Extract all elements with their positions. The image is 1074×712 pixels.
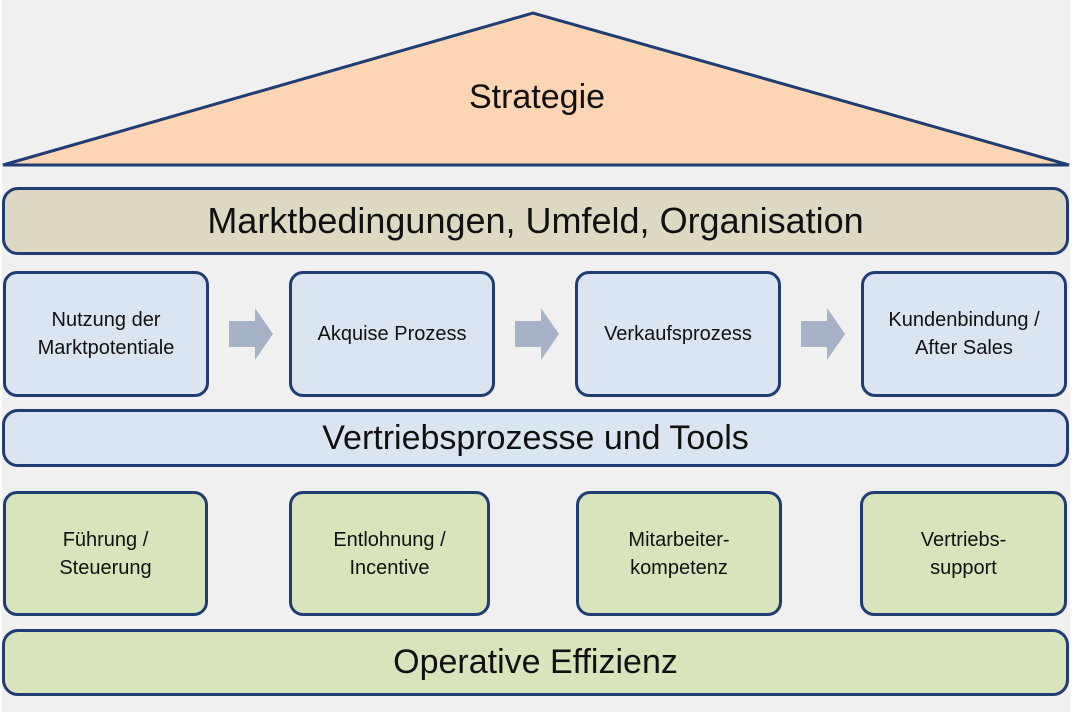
- pillar-line: Incentive: [349, 556, 430, 579]
- pillar-line: kompetenz: [630, 556, 728, 579]
- process-step-line: Akquise Prozess: [317, 323, 467, 345]
- right-arrow-icon: [229, 308, 273, 360]
- pillar-employee-competence: Mitarbeiter- kompetenz: [576, 491, 782, 616]
- market-conditions-band: Marktbedingungen, Umfeld, Organisation: [2, 187, 1069, 255]
- pillar-leadership: Führung / Steuerung: [3, 491, 208, 616]
- process-step-customer-retention: Kundenbindung / After Sales: [861, 271, 1067, 397]
- strategy-roof: [2, 11, 1070, 167]
- market-conditions-label: Marktbedingungen, Umfeld, Organisation: [207, 200, 864, 241]
- roof-label: Strategie: [468, 78, 606, 116]
- operational-efficiency-label: Operative Effizienz: [393, 643, 678, 681]
- operational-efficiency-band: Operative Effizienz: [2, 629, 1069, 696]
- pillar-compensation: Entlohnung / Incentive: [289, 491, 490, 616]
- pillar-line: Mitarbeiter-: [628, 528, 730, 551]
- process-step-sales: Verkaufsprozess: [575, 271, 781, 397]
- process-step-line: Kundenbindung /: [888, 309, 1040, 331]
- process-step-acquisition: Akquise Prozess: [289, 271, 495, 397]
- sales-processes-label: Vertriebsprozesse und Tools: [322, 418, 749, 457]
- pillar-line: support: [930, 556, 997, 579]
- pillar-line: Steuerung: [59, 556, 152, 579]
- process-step-market-potential: Nutzung der Marktpotentiale: [3, 271, 209, 397]
- right-arrow-icon: [801, 308, 845, 360]
- process-step-line: Marktpotentiale: [37, 337, 175, 359]
- pillar-line: Führung /: [62, 528, 149, 551]
- pillar-line: Vertriebs-: [920, 528, 1007, 551]
- process-step-line: Verkaufsprozess: [604, 323, 752, 345]
- process-step-line: Nutzung der: [51, 309, 161, 331]
- right-arrow-icon: [515, 308, 559, 360]
- pillar-line: Entlohnung /: [333, 528, 446, 551]
- sales-processes-band: Vertriebsprozesse und Tools: [2, 409, 1069, 467]
- process-step-line: After Sales: [915, 337, 1013, 359]
- pillar-sales-support: Vertriebs- support: [860, 491, 1067, 616]
